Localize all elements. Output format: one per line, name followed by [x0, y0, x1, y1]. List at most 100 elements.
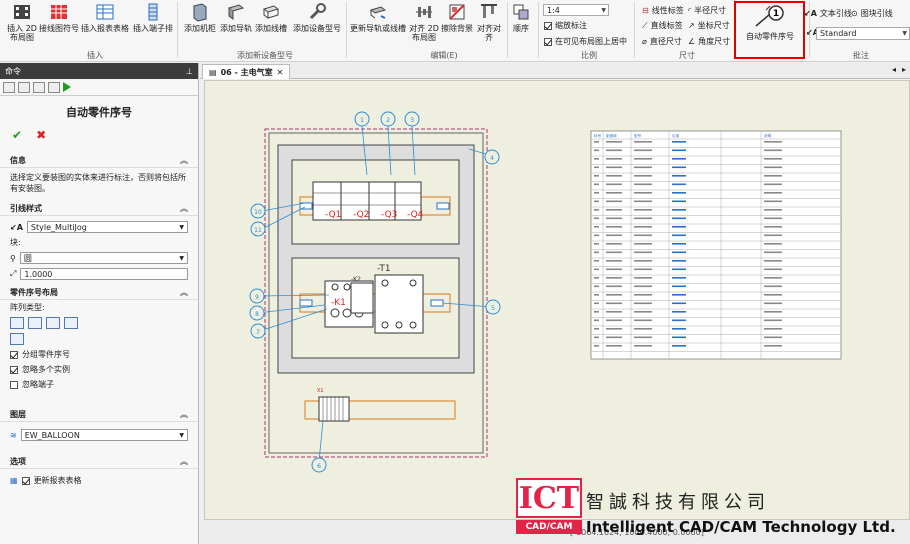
section-info[interactable]: 信息︽	[0, 154, 198, 168]
checkbox[interactable]	[544, 21, 552, 30]
array-bottom-icon[interactable]	[28, 317, 42, 329]
table-cell-filler	[672, 302, 686, 305]
ignore-instances-option[interactable]: 忽略多个实例	[0, 362, 198, 377]
update-report-option[interactable]: ▦ 更新报表表格	[10, 476, 82, 485]
center-visible-option[interactable]: 在可见布局图上居中	[544, 36, 627, 47]
company-name-en: Intelligent CAD/CAM Technology Ltd.	[586, 518, 896, 536]
table-cell-filler	[764, 285, 782, 288]
scale-input[interactable]: 1.0000	[20, 268, 188, 280]
section-options[interactable]: 选项︽	[0, 455, 198, 469]
erase-background-button[interactable]: 擦除背景	[440, 2, 474, 33]
drawing-canvas[interactable]: -Q1 -Q2 -Q3 -Q4 -K1 -K2 -T1 X1	[204, 80, 910, 520]
add-cabinet-button[interactable]: 添加机柜	[182, 2, 218, 33]
add-rail-button[interactable]: 添加导轨	[220, 2, 252, 33]
tab-main-electrical-room[interactable]: ▤ 06 - 主电气室 ✕	[202, 64, 291, 79]
scroll-right-icon[interactable]: ▸	[901, 65, 906, 74]
terminal-strip	[318, 396, 350, 422]
bom-table: 标号 制造商 型号 引用 说明	[590, 130, 842, 360]
table-cell-filler	[764, 234, 782, 237]
table-cell-filler	[606, 200, 622, 203]
balloon-label: 3	[410, 117, 414, 124]
array-square-icon[interactable]	[10, 333, 24, 345]
align-icon	[414, 2, 434, 22]
scale-select[interactable]: 1:4▼	[543, 4, 609, 16]
insert-report-table-button[interactable]: 插入报表表格	[80, 2, 130, 33]
line-label-button[interactable]: ⟋直线标签	[642, 20, 683, 31]
order-button[interactable]: 顺序	[510, 2, 532, 33]
tab-display-icon[interactable]	[48, 81, 60, 93]
block-select[interactable]: 圆▼	[19, 252, 188, 264]
checkbox[interactable]	[10, 380, 18, 389]
collapse-icon[interactable]: ︽	[180, 288, 188, 297]
table-cell-filler	[594, 268, 599, 271]
text-style-icon: ↙A	[806, 28, 819, 37]
checkbox[interactable]	[544, 37, 552, 46]
coordinate-dim-button[interactable]: ↗坐标尺寸	[688, 21, 730, 30]
block-leader-button[interactable]: ⊙图块引线	[851, 9, 893, 18]
auto-balloon-button[interactable]: 1 自动零件序号	[740, 4, 800, 41]
add-device-model-button[interactable]: 添加设备型号	[292, 2, 342, 33]
leader-style-select[interactable]: Style_MultiJog▼	[26, 221, 188, 233]
table-small-icon: ▦	[10, 476, 18, 485]
radius-dim-button[interactable]: ◜半径尺寸	[688, 6, 727, 15]
device-label-q3: -Q3	[381, 210, 397, 220]
tab-config-icon[interactable]	[33, 81, 45, 93]
array-right-icon[interactable]	[64, 317, 78, 329]
command-title: 自动零件序号	[66, 106, 132, 119]
section-leader-style[interactable]: 引线样式︽	[0, 202, 198, 216]
table-cell-filler	[606, 302, 622, 305]
table-cell-filler	[634, 234, 652, 237]
wrench-icon	[307, 2, 327, 22]
wiring-symbol-button[interactable]: 接线图符号	[38, 2, 80, 33]
confirm-check-icon[interactable]: ✔	[12, 128, 23, 142]
ok-cancel-row: ✔ ✖	[0, 128, 198, 142]
table-cell-filler	[594, 209, 599, 211]
diameter-dim-button[interactable]: ⌀直径尺寸	[642, 37, 682, 46]
add-duct-button[interactable]: 添加线槽	[254, 2, 288, 33]
leader-style-row: ↙A Style_MultiJog▼	[0, 219, 198, 235]
table-cell-filler	[606, 158, 622, 160]
annotation-style-select[interactable]: Standard▼	[816, 27, 910, 40]
array-left-icon[interactable]	[46, 317, 60, 329]
ignore-terminals-option[interactable]: 忽略端子	[0, 377, 198, 392]
table-cell-filler	[606, 251, 622, 254]
scroll-left-icon[interactable]: ◂	[891, 65, 896, 74]
scale-icon: ⤢	[10, 269, 17, 278]
collapse-icon[interactable]: ︽	[180, 410, 188, 419]
align-top-icon	[479, 2, 499, 22]
table-cell-filler	[672, 328, 686, 330]
collapse-icon[interactable]: ︽	[180, 156, 188, 165]
tab-run-icon[interactable]	[63, 82, 71, 92]
angle-dim-button[interactable]: ∠角度尺寸	[688, 37, 731, 46]
tab-properties-icon[interactable]	[3, 81, 15, 93]
cancel-x-icon[interactable]: ✖	[36, 128, 47, 142]
checkbox[interactable]	[10, 350, 18, 359]
align-align-button[interactable]: 对齐对齐	[474, 2, 504, 42]
layer-select[interactable]: EW_BALLOON▼	[20, 429, 188, 441]
group-balloon-option[interactable]: 分组零件序号	[0, 347, 198, 362]
section-balloon-layout[interactable]: 零件序号布局︽	[0, 286, 198, 300]
section-layer[interactable]: 图层︽	[0, 408, 198, 422]
align-2d-layout-button[interactable]: 对齐 2D 布局图	[408, 2, 440, 42]
table-cell-filler	[764, 209, 782, 211]
erase-icon	[447, 2, 467, 22]
table-cell-filler	[606, 175, 622, 177]
checkbox[interactable]	[10, 365, 18, 374]
update-rail-duct-button[interactable]: 更新导轨或线槽	[350, 2, 406, 33]
collapse-icon[interactable]: ︽	[180, 204, 188, 213]
insert-2d-layout-button[interactable]: 插入 2D 布局图	[6, 2, 38, 42]
table-cell-filler	[672, 260, 686, 262]
linear-label-button[interactable]: ⊟线性标签	[642, 6, 684, 15]
close-icon[interactable]: ✕	[276, 67, 284, 77]
table-cell-filler	[672, 158, 686, 160]
pin-icon[interactable]: ⊥	[186, 66, 193, 76]
table-cell-filler	[594, 294, 599, 296]
collapse-icon[interactable]: ︽	[180, 457, 188, 466]
array-top-icon[interactable]	[10, 317, 24, 329]
balloon-label: 7	[256, 329, 260, 336]
checkbox[interactable]	[21, 476, 30, 485]
scale-annotation-option[interactable]: 缩放标注	[544, 20, 587, 31]
insert-terminal-strip-button[interactable]: 插入端子排	[130, 2, 176, 33]
tab-tree-icon[interactable]	[18, 81, 30, 93]
